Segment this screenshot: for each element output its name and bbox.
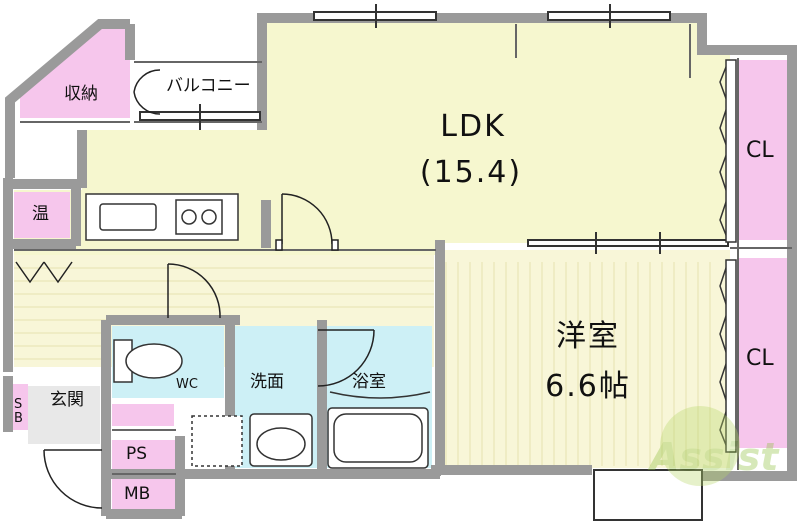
storage-strip (112, 404, 174, 426)
washbasin (191, 413, 313, 467)
ldk-label: LDK (440, 109, 506, 144)
meter-box-label: MB (124, 484, 151, 504)
pipe-space-label: PS (126, 444, 148, 464)
wood-stripes (14, 262, 711, 466)
storage-label: 収納 (64, 84, 98, 104)
ps-box (112, 440, 176, 470)
closet-1-floor (738, 60, 790, 240)
thin-walls (14, 24, 792, 475)
toilet-fixture (113, 339, 183, 383)
window-western-bottom (593, 469, 703, 521)
western-room-label: 洋室 (556, 319, 620, 354)
closet-1-label: CL (746, 138, 774, 163)
wall-left-upper (5, 19, 130, 178)
wall-bottom (431, 465, 592, 476)
storage-floor (20, 28, 130, 118)
window-ldk-western (527, 239, 729, 247)
doors (15, 69, 375, 509)
ldk-size-label: (15.4) (419, 155, 523, 190)
water-heater-box (14, 192, 70, 238)
bathtub (327, 391, 431, 469)
closet-2-floor (738, 258, 790, 448)
svg-text:Assist: Assist (647, 435, 780, 479)
washroom-label: 洗面 (250, 372, 284, 392)
closet-2-label: CL (746, 346, 774, 371)
entrance-floor (28, 386, 100, 444)
sb-box (12, 384, 28, 430)
bathroom-label: 浴室 (352, 372, 386, 392)
western-room-size-label: 6.6帖 (545, 369, 631, 404)
mb-box (112, 478, 176, 510)
kitchen-counter (85, 193, 239, 241)
closet-doors (719, 59, 737, 453)
western-room-floor (440, 250, 730, 468)
windows (139, 4, 729, 521)
toilet-label: WC (176, 377, 198, 392)
sink (99, 203, 157, 231)
shoe-box-label: SB (14, 397, 23, 426)
watermark-logo: Assist (647, 406, 780, 486)
water-heater-label: 温 (32, 204, 49, 224)
wall-top (257, 13, 797, 481)
balcony-label: バルコニー (166, 76, 251, 96)
entrance-label: 玄関 (50, 390, 84, 410)
